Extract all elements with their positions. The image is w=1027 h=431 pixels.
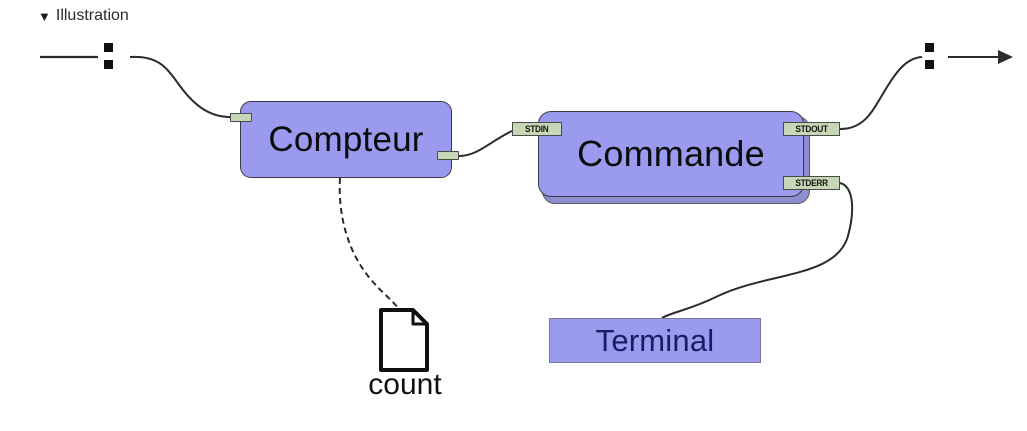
file-fold-corner	[411, 310, 427, 326]
break-square-top	[925, 43, 934, 52]
port-stderr-label: STDERR	[795, 177, 828, 188]
edge-stderr-to-terminal[interactable]	[661, 182, 854, 319]
edge-input-to-compteur[interactable]	[129, 55, 231, 118]
port-stderr[interactable]: STDERR	[783, 176, 840, 190]
node-terminal[interactable]: Terminal	[549, 318, 761, 363]
port-stdout[interactable]: STDOUT	[783, 122, 840, 136]
port-compteur-output[interactable]	[437, 151, 459, 160]
flow-break-marker-right	[925, 43, 934, 69]
document-file-icon[interactable]	[378, 307, 430, 373]
node-commande[interactable]: Commande	[538, 111, 804, 197]
node-compteur-label: Compteur	[268, 120, 424, 159]
port-stdin[interactable]: STDIN	[512, 122, 562, 136]
break-square-bottom	[925, 60, 934, 69]
port-stdin-label: STDIN	[525, 123, 549, 134]
file-count-label: count	[368, 368, 442, 401]
flow-break-marker-left	[104, 43, 113, 69]
section-title: Illustration	[55, 7, 129, 24]
port-stdout-label: STDOUT	[795, 123, 828, 134]
node-terminal-label: Terminal	[595, 323, 715, 358]
edge-compteur-to-count[interactable]	[338, 177, 401, 313]
section-header[interactable]: ▼ Illustration	[38, 8, 129, 24]
node-commande-label: Commande	[577, 133, 765, 174]
node-compteur[interactable]: Compteur	[240, 101, 452, 178]
port-compteur-input[interactable]	[230, 113, 252, 122]
triangle-down-icon[interactable]: ▼	[38, 8, 51, 24]
arrow-right-icon	[998, 50, 1013, 64]
break-square-bottom	[104, 60, 113, 69]
edge-compteur-to-stdin[interactable]	[458, 130, 513, 157]
break-square-top	[104, 43, 113, 52]
file-body	[379, 308, 429, 372]
edge-stdout-to-output[interactable]	[839, 56, 923, 130]
